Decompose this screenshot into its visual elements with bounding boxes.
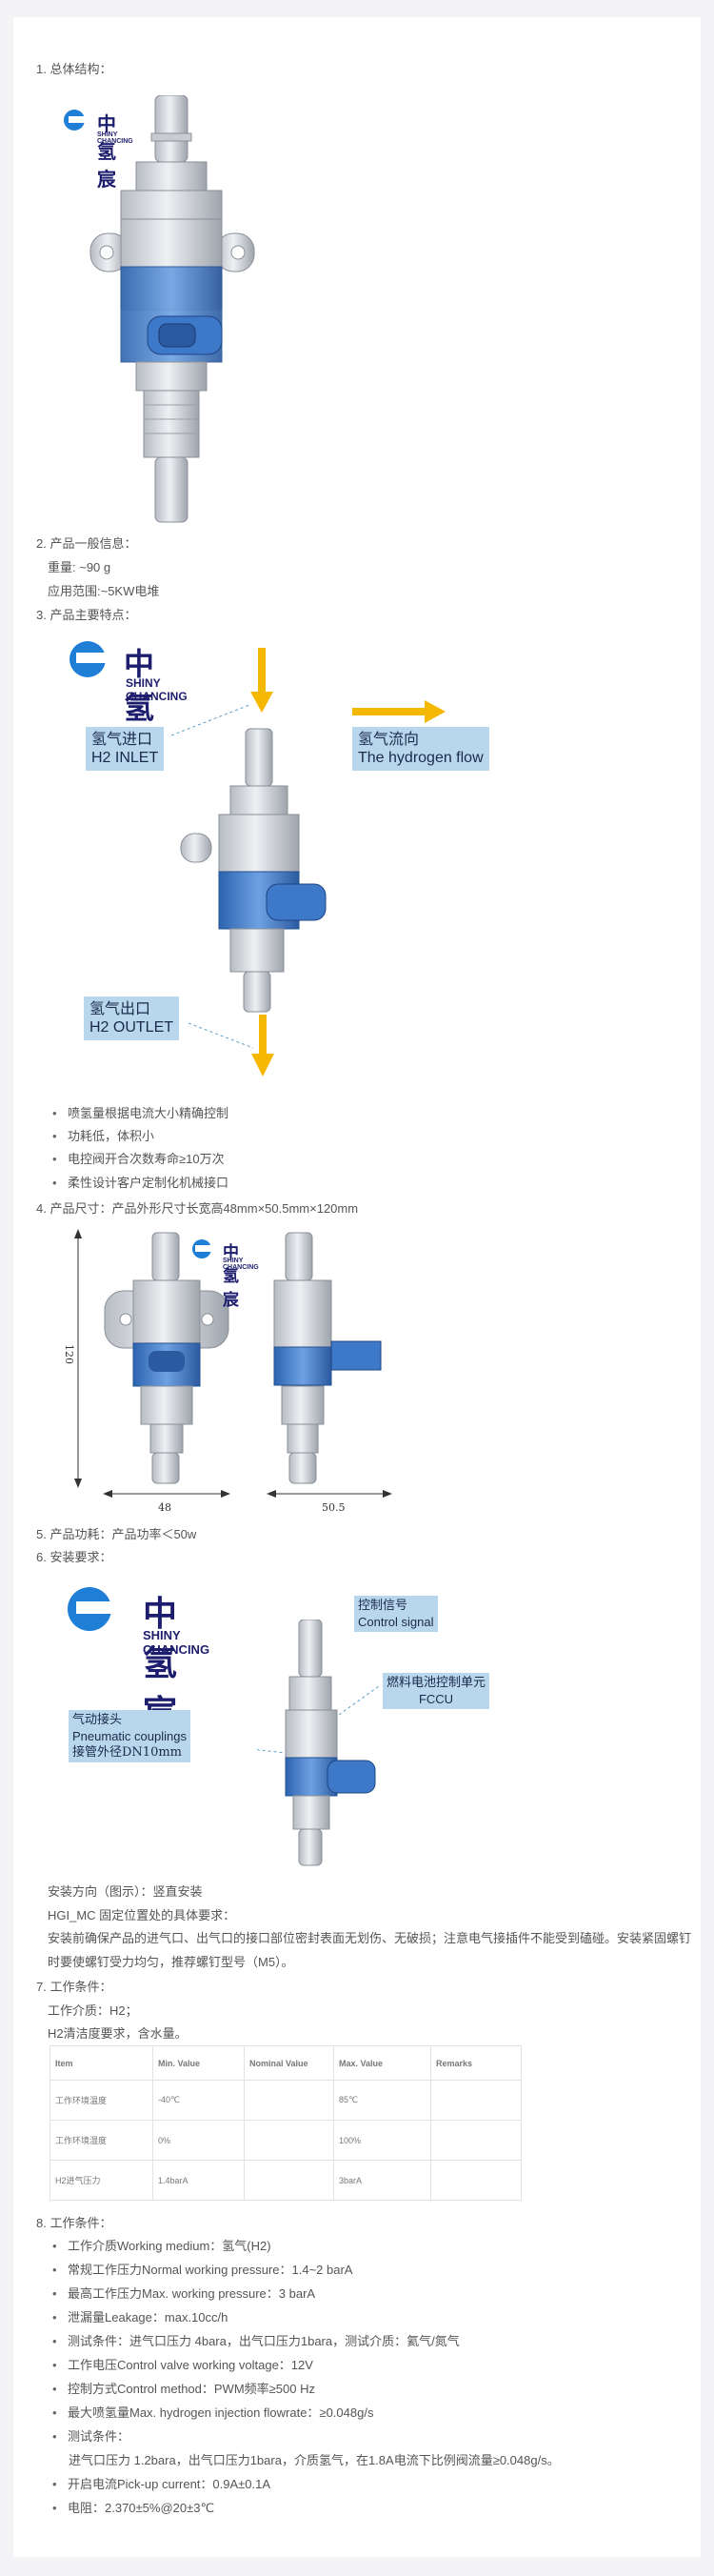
condition-bullet: 电阻：2.370±5%@20±3℃ xyxy=(52,2500,214,2517)
brand-mark-icon xyxy=(69,641,107,677)
condition-bullet: 泄漏量Leakage：max.10cc/h xyxy=(52,2309,228,2326)
table-cell: 0% xyxy=(152,2120,245,2161)
fccu-label: 燃料电池控制单元 FCCU xyxy=(383,1673,490,1709)
table-cell: 85℃ xyxy=(333,2080,431,2121)
condition-bullet: 最大喷氢量Max. hydrogen injection flowrate：≥0… xyxy=(52,2405,373,2422)
condition-bullet: 测试条件： xyxy=(52,2428,129,2445)
valve-flow-drawing xyxy=(170,648,446,1077)
table-cell: 3barA xyxy=(333,2160,431,2201)
brand-logo-4: 中氢宸 SHINY CHANCING xyxy=(65,1586,209,1733)
weight-text: 重量: ~90 g xyxy=(48,560,111,574)
height-dimension: 120 xyxy=(63,1344,75,1364)
table-cell: H2进气压力 xyxy=(50,2160,153,2201)
table-cell: 1.4barA xyxy=(152,2160,245,2201)
section-1-heading: 1. 总体结构： xyxy=(36,62,112,76)
condition-bullet: 测试条件：进气口压力 4bara，出气口压力1bara，测试介质：氦气/氮气 xyxy=(52,2333,460,2350)
table-header: Max. Value xyxy=(333,2045,431,2081)
condition-bullet: 工作介质Working medium：氢气(H2) xyxy=(52,2238,271,2255)
table-row: H2进气压力 1.4barA 3barA xyxy=(50,2160,522,2201)
width-dimension: 48 xyxy=(158,1501,171,1514)
outlet-label: 氢气出口 H2 OUTLET xyxy=(84,996,180,1040)
table-row: 工作环境湿度 0% 100% xyxy=(50,2120,522,2161)
table-header: Min. Value xyxy=(152,2045,245,2081)
table-header: Nominal Value xyxy=(244,2045,334,2081)
h2-cleanliness: H2清洁度要求，含水量。 xyxy=(48,2026,188,2041)
section-7-heading: 7. 工作条件： xyxy=(36,1980,112,1994)
table-cell xyxy=(244,2120,334,2161)
section-4-heading: 4. 产品尺寸：产品外形尺寸长宽高48mm×50.5mm×120mm xyxy=(36,1201,359,1216)
control-signal-label: 控制信号 Control signal xyxy=(354,1596,438,1632)
install-req-title: HGI_MC 固定位置处的具体要求： xyxy=(48,1908,236,1922)
feature-bullet: 功耗低，体积小 xyxy=(52,1128,154,1145)
condition-bullet: 工作电压Control valve working voltage：12V xyxy=(52,2357,313,2374)
table-cell xyxy=(244,2080,334,2121)
depth-dimension: 50.5 xyxy=(322,1501,346,1514)
brand-logo-1: 中氢宸 SHINY CHANCING xyxy=(63,109,133,191)
install-req-body: 安装前确保产品的进气口、出气口的接口部位密封表面无划伤、无破损；注意电气接插件不… xyxy=(48,1931,692,1969)
valve-install-drawing xyxy=(257,1620,380,1866)
working-medium: 工作介质：H2； xyxy=(48,2003,138,2018)
section-5-heading: 5. 产品功耗：产品功率＜50w xyxy=(36,1527,197,1541)
inlet-arrow-icon xyxy=(250,692,273,713)
flow-label: 氢气流向 The hydrogen flow xyxy=(352,727,489,771)
section-3-heading: 3. 产品主要特点： xyxy=(36,608,137,622)
test-condition-detail: 进气口压力 1.2bara，出气口压力1bara，介质氢气，在1.8A电流下比例… xyxy=(69,2453,560,2467)
flow-arrow-icon xyxy=(425,700,446,723)
table-header: Item xyxy=(50,2045,153,2081)
valve-structure-image xyxy=(89,95,255,523)
brand-mark-icon xyxy=(192,1239,212,1258)
table-cell xyxy=(430,2160,522,2201)
section-2-heading: 2. 产品一般信息： xyxy=(36,536,137,551)
table-header-row: Item Min. Value Nominal Value Max. Value… xyxy=(50,2045,522,2081)
pneumatic-label: 气动接头 Pneumatic couplings 接管外径DN10mm xyxy=(69,1710,190,1762)
section-8-heading: 8. 工作条件： xyxy=(36,2216,112,2230)
table-row: 工作环境温度 -40℃ 85℃ xyxy=(50,2080,522,2121)
condition-bullet: 控制方式Control method：PWM频率≥500 Hz xyxy=(52,2381,315,2398)
table-cell: 工作环境湿度 xyxy=(50,2120,153,2161)
condition-bullet: 常规工作压力Normal working pressure：1.4~2 barA xyxy=(52,2262,352,2279)
section-6-heading: 6. 安装要求： xyxy=(36,1550,112,1564)
dimension-drawing xyxy=(74,1229,392,1498)
feature-bullet: 柔性设计客户定制化机械接口 xyxy=(52,1175,228,1192)
table-cell: -40℃ xyxy=(152,2080,245,2121)
brand-mark-icon xyxy=(64,110,86,131)
table-cell: 100% xyxy=(333,2120,431,2161)
brand-mark-icon xyxy=(68,1587,112,1631)
inlet-label: 氢气进口 H2 INLET xyxy=(86,727,165,771)
condition-bullet: 开启电流Pick-up current：0.9A±0.1A xyxy=(52,2476,270,2493)
application-text: 应用范围:~5KW电堆 xyxy=(48,584,160,598)
feature-bullet: 喷氢量根据电流大小精确控制 xyxy=(52,1105,228,1122)
table-cell xyxy=(244,2160,334,2201)
condition-bullet: 最高工作压力Max. working pressure：3 barA xyxy=(52,2285,315,2303)
spec-table: Item Min. Value Nominal Value Max. Value… xyxy=(50,2045,522,2201)
feature-bullet: 电控阀开合次数寿命≥10万次 xyxy=(52,1151,225,1168)
brand-logo-2: 中氢宸 SHINY CHANCING xyxy=(67,640,188,770)
install-direction: 安装方向（图示）：竖直安装 xyxy=(48,1884,203,1899)
table-cell xyxy=(430,2120,522,2161)
table-header: Remarks xyxy=(430,2045,522,2081)
brand-logo-3: 中氢宸 SHINY CHANCING xyxy=(190,1238,259,1310)
table-cell: 工作环境温度 xyxy=(50,2080,153,2121)
outlet-arrow-icon xyxy=(251,1054,274,1077)
table-cell xyxy=(430,2080,522,2121)
